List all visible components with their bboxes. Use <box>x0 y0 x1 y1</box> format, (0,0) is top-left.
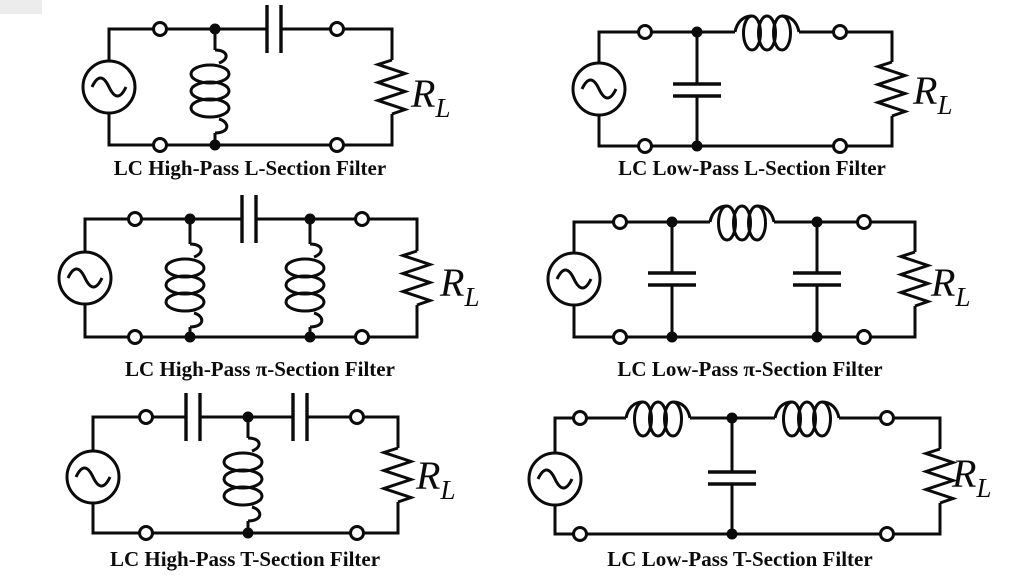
ac-source-icon <box>65 449 121 505</box>
ac-source-icon <box>546 251 602 307</box>
junction-dot <box>811 216 823 228</box>
load-label: RL <box>951 451 991 503</box>
series-capacitor-icon <box>291 393 309 441</box>
load-resistor-icon <box>873 60 910 118</box>
circuit-low-pass-l-section: RL LC Low-Pass L-Section Filter <box>571 14 952 180</box>
junction-dot <box>691 140 703 152</box>
open-terminal-icon <box>349 525 365 541</box>
open-terminal-icon <box>832 24 848 40</box>
sine-wave-icon <box>580 78 618 100</box>
load-label: RL <box>930 260 970 312</box>
open-terminal-icon <box>127 211 143 227</box>
wire-path <box>597 30 894 148</box>
open-terminal-icon <box>572 410 588 426</box>
circuit-caption: LC Low-Pass π-Section Filter <box>617 357 882 381</box>
load-resistor-icon <box>373 58 410 116</box>
load-resistor-icon <box>398 249 435 307</box>
junction-dot <box>811 331 823 343</box>
sine-wave-icon <box>536 468 574 490</box>
shunt-inductor-icon <box>164 219 206 337</box>
load-label: RL <box>912 68 952 120</box>
open-terminal-icon <box>354 211 370 227</box>
series-capacitor-icon <box>240 195 258 243</box>
junction-dot <box>726 528 738 540</box>
wire-path <box>107 27 394 147</box>
open-terminal-icon <box>612 214 628 230</box>
wire-path <box>83 217 419 339</box>
shunt-capacitor-icon <box>793 222 841 337</box>
load-label: RL <box>415 453 455 505</box>
open-terminal-icon <box>329 137 345 153</box>
series-capacitor-icon <box>265 5 283 53</box>
open-terminal-icon <box>637 24 653 40</box>
open-terminal-icon <box>127 329 143 345</box>
load-resistor-icon <box>379 446 416 504</box>
series-inductor-icon <box>624 400 692 438</box>
load-resistor-icon <box>921 447 958 505</box>
shunt-inductor-icon <box>222 417 264 533</box>
circuit-low-pass-pi-section: RL LC Low-Pass π-Section Filter <box>546 204 970 381</box>
open-terminal-icon <box>138 525 154 541</box>
series-inductor-icon <box>733 14 801 52</box>
ac-source-icon <box>81 59 137 115</box>
circuit-high-pass-t-section: RL LC High-Pass T-Section Filter <box>65 393 455 571</box>
open-terminal-icon <box>354 329 370 345</box>
open-terminal-icon <box>329 21 345 37</box>
junction-dot <box>242 527 254 539</box>
shunt-inductor-icon <box>284 219 326 337</box>
open-terminal-icon <box>637 138 653 154</box>
junction-dot <box>666 331 678 343</box>
ac-source-icon <box>57 250 113 306</box>
sine-wave-icon <box>74 466 112 488</box>
open-terminal-icon <box>349 409 365 425</box>
load-resistor-icon <box>896 250 933 308</box>
circuit-high-pass-pi-section: RL LC High-Pass π-Section Filter <box>57 195 479 381</box>
circuit-caption: LC High-Pass T-Section Filter <box>110 547 380 571</box>
circuit-caption: LC Low-Pass L-Section Filter <box>618 156 886 180</box>
wire-path <box>553 416 942 536</box>
circuit-caption: LC High-Pass L-Section Filter <box>114 156 386 180</box>
series-inductor-icon <box>773 400 841 438</box>
series-inductor-icon <box>708 204 776 242</box>
load-label: RL <box>410 71 450 123</box>
junction-dot <box>209 139 221 151</box>
shunt-capacitor-icon <box>708 418 756 534</box>
shunt-inductor-icon <box>189 29 231 145</box>
shunt-capacitor-icon <box>648 222 696 337</box>
load-label: RL <box>439 260 479 312</box>
shunt-capacitor-icon <box>673 32 721 146</box>
junction-dot <box>209 23 221 35</box>
series-capacitor-icon <box>184 393 202 441</box>
junction-dot <box>242 411 254 423</box>
open-terminal-icon <box>138 409 154 425</box>
ac-source-icon <box>527 451 583 507</box>
circuit-caption: LC Low-Pass T-Section Filter <box>607 547 872 571</box>
open-terminal-icon <box>879 526 895 542</box>
ac-source-icon <box>571 61 627 117</box>
open-terminal-icon <box>832 138 848 154</box>
open-terminal-icon <box>856 329 872 345</box>
junction-dot <box>184 331 196 343</box>
sine-wave-icon <box>90 76 128 98</box>
junction-dot <box>304 331 316 343</box>
open-terminal-icon <box>612 329 628 345</box>
circuit-caption: LC High-Pass π-Section Filter <box>125 357 395 381</box>
junction-dot <box>726 412 738 424</box>
sine-wave-icon <box>66 267 104 289</box>
junction-dot <box>666 216 678 228</box>
junction-dot <box>184 213 196 225</box>
open-terminal-icon <box>856 214 872 230</box>
open-terminal-icon <box>879 410 895 426</box>
open-terminal-icon <box>572 526 588 542</box>
open-terminal-icon <box>152 21 168 37</box>
wire-path <box>91 415 400 535</box>
junction-dot <box>691 26 703 38</box>
open-terminal-icon <box>152 137 168 153</box>
circuit-high-pass-l-section: RL LC High-Pass L-Section Filter <box>81 5 450 180</box>
junction-dot <box>304 213 316 225</box>
circuit-low-pass-t-section: RL LC Low-Pass T-Section Filter <box>527 400 991 571</box>
sine-wave-icon <box>555 268 593 290</box>
scan-artifact <box>0 0 42 14</box>
